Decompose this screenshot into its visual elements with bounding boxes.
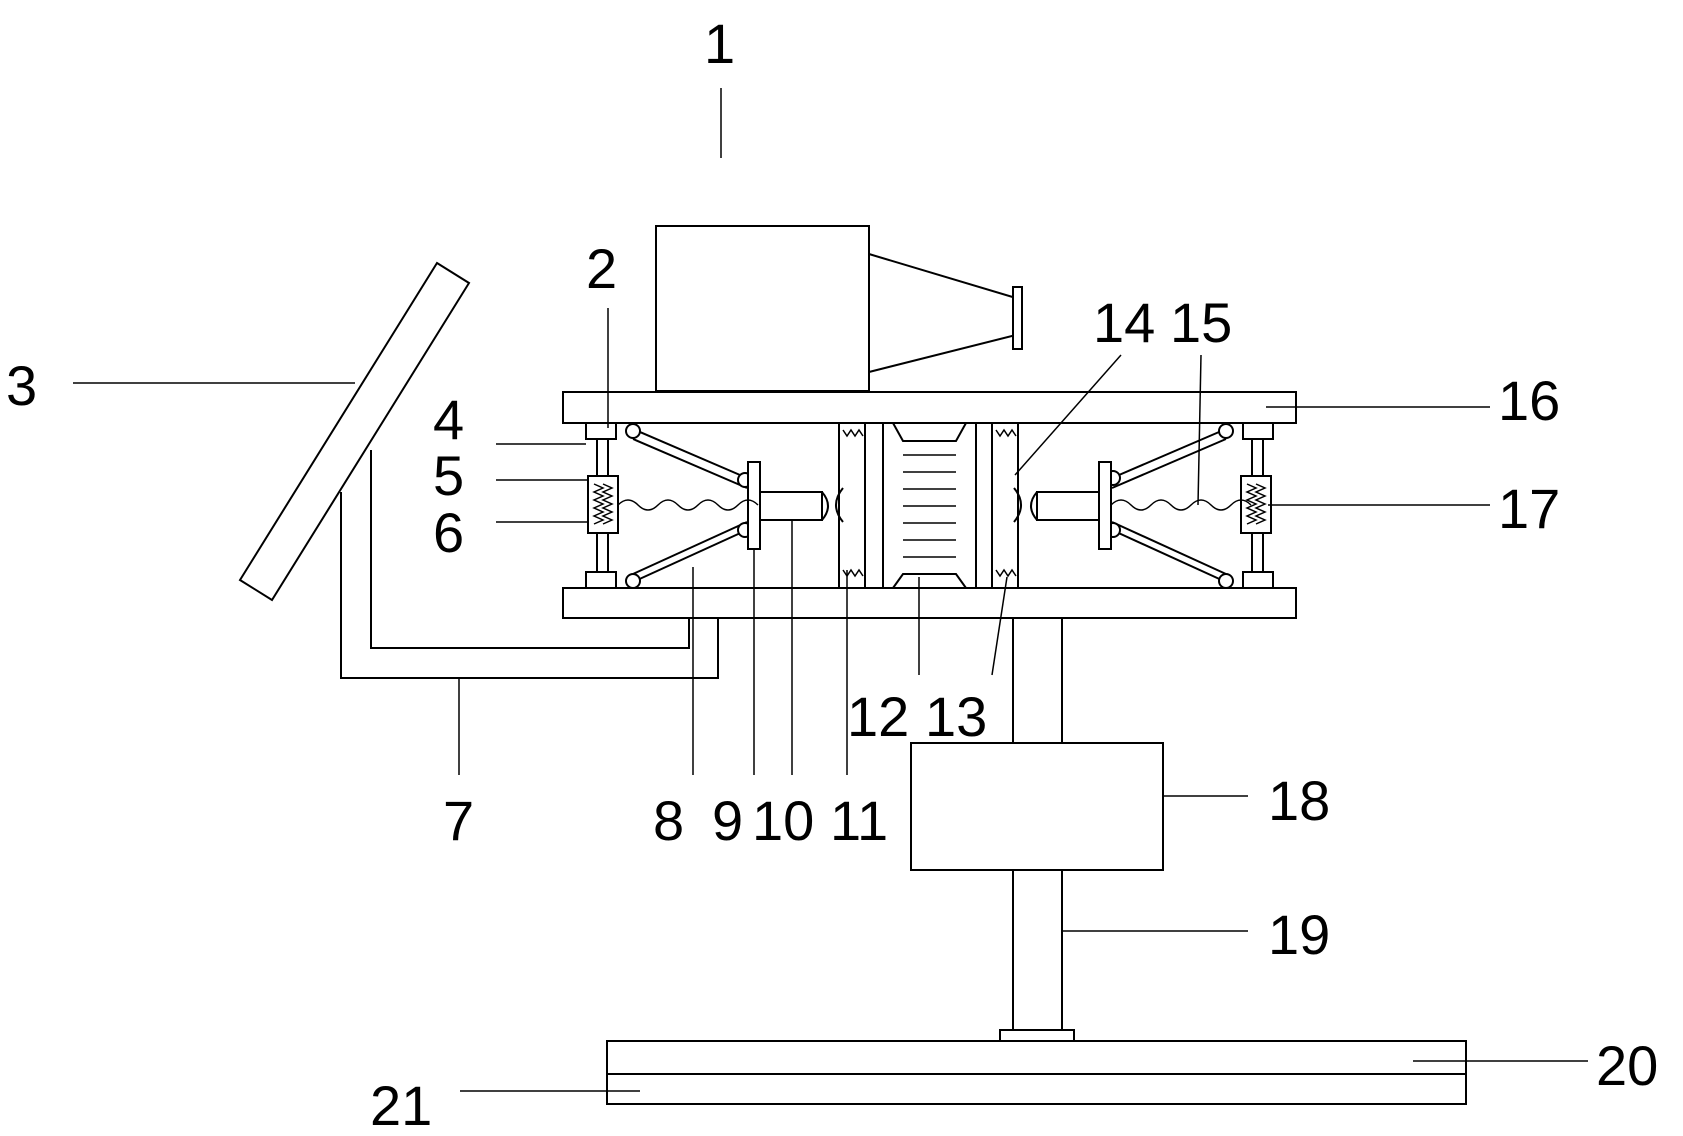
label-2: 2	[586, 237, 617, 300]
label-19: 19	[1268, 903, 1330, 966]
label-15: 15	[1170, 291, 1232, 354]
label-8: 8	[653, 789, 684, 852]
label-17: 17	[1498, 477, 1560, 540]
center-clamp	[836, 423, 1021, 588]
label-18: 18	[1268, 769, 1330, 832]
label-3: 3	[6, 354, 37, 417]
label-6: 6	[433, 501, 464, 564]
upper-plate	[563, 392, 1296, 423]
label-7: 7	[443, 789, 474, 852]
label-16: 16	[1498, 369, 1560, 432]
label-10: 10	[752, 789, 814, 852]
label-13: 13	[925, 685, 987, 748]
label-20: 20	[1596, 1034, 1658, 1097]
left-brackets	[586, 423, 618, 588]
label-4: 4	[433, 388, 464, 451]
label-21: 21	[370, 1074, 432, 1136]
support-column	[911, 618, 1163, 1041]
label-1: 1	[704, 12, 735, 75]
label-5: 5	[433, 444, 464, 507]
right-linkage	[1031, 424, 1251, 588]
motor-box	[656, 226, 1022, 391]
label-12: 12	[847, 685, 909, 748]
lower-plate	[563, 588, 1296, 618]
label-14: 14	[1093, 291, 1155, 354]
left-linkage	[618, 424, 828, 588]
base	[607, 1041, 1466, 1104]
label-9: 9	[712, 789, 743, 852]
label-11: 11	[830, 789, 888, 852]
